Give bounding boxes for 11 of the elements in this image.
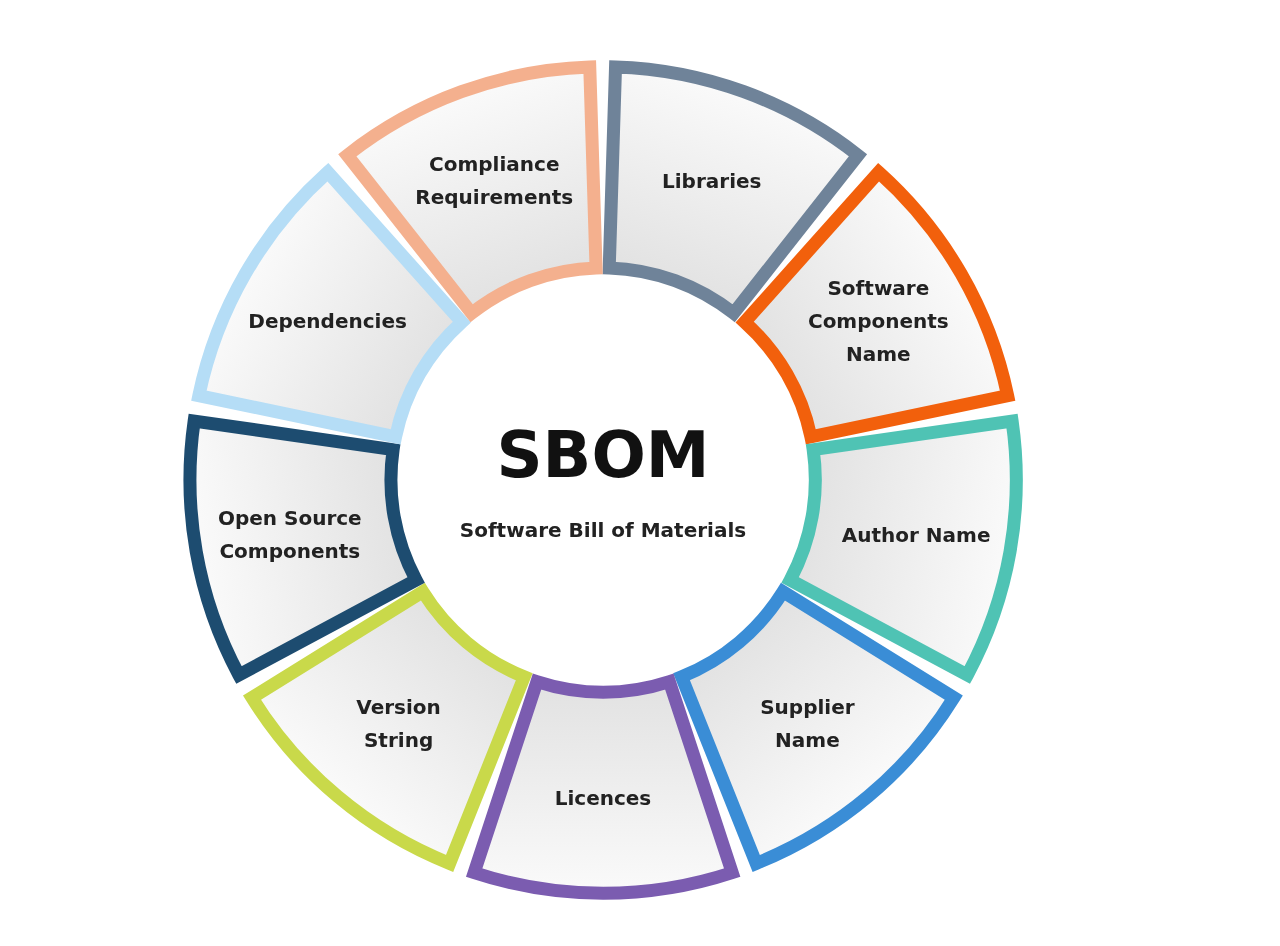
segment-label: Open Source Components [216, 505, 363, 566]
segment-label: Licences [553, 784, 653, 812]
segment-label: Supplier Name [759, 693, 856, 754]
title-text: SBOM [496, 418, 710, 492]
segment-label: Compliance Requirements [414, 151, 575, 212]
segment-label: Libraries [661, 167, 763, 195]
subtitle-text: Software Bill of Materials [459, 518, 747, 542]
segment-label: Dependencies [247, 307, 408, 335]
segment-label: Author Name [840, 521, 992, 549]
segment-label: Software Components Name [806, 274, 950, 368]
segment-label: Version String [355, 693, 442, 754]
